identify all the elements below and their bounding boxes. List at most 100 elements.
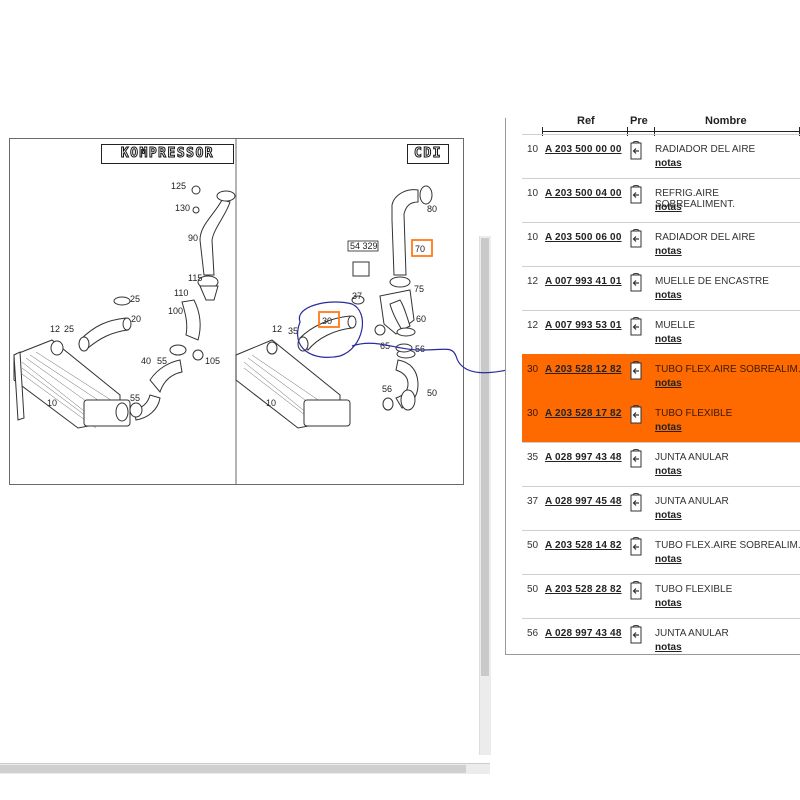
svg-text:50: 50	[427, 388, 437, 398]
table-row[interactable]: 35 A 028 997 43 48 JUNTA ANULAR notas	[522, 442, 800, 487]
header-ref[interactable]: Ref	[577, 115, 595, 127]
svg-text:12: 12	[50, 324, 60, 334]
part-reference-link[interactable]: A 203 528 14 82	[545, 540, 622, 551]
notes-link[interactable]: notas	[655, 598, 682, 609]
position-number: 50	[527, 584, 539, 595]
notes-link[interactable]: notas	[655, 290, 682, 301]
callouts-right: 54 329 70 80 75 60 37 30 35 12 65 56 56 …	[266, 204, 437, 408]
position-number: 10	[527, 188, 539, 199]
variant-label-cdi: CDI	[407, 144, 449, 164]
svg-text:12: 12	[272, 324, 282, 334]
hose-left-25	[50, 296, 132, 356]
svg-text:130: 130	[175, 203, 190, 213]
part-reference-link[interactable]: A 028 997 43 48	[545, 452, 622, 463]
diagram-frame	[9, 138, 464, 485]
header-pre[interactable]: Pre	[630, 115, 648, 127]
part-reference-link[interactable]: A 007 993 41 01	[545, 276, 622, 287]
horizontal-scrollbar[interactable]	[0, 763, 490, 774]
table-row[interactable]: 30 A 203 528 12 82 TUBO FLEX.AIRE SOBREALI…	[522, 354, 800, 399]
add-to-cart-icon[interactable]	[628, 581, 644, 601]
add-to-cart-icon[interactable]	[628, 537, 644, 557]
add-to-cart-icon[interactable]	[628, 141, 644, 161]
part-reference-link[interactable]: A 203 528 12 82	[545, 364, 622, 375]
notes-link[interactable]: notas	[655, 554, 682, 565]
callout-box-30	[318, 311, 340, 328]
horizontal-scrollbar-thumb[interactable]	[0, 765, 466, 773]
add-to-cart-icon[interactable]	[628, 185, 644, 205]
hose-left-40	[129, 344, 204, 421]
variant-label-kompressor: KOMPRESSOR	[101, 144, 234, 164]
position-number: 35	[527, 452, 539, 463]
notes-link[interactable]: notas	[655, 158, 682, 169]
svg-text:75: 75	[414, 284, 424, 294]
part-name: RADIADOR DEL AIRE	[655, 144, 756, 155]
intercooler-left	[13, 339, 131, 429]
position-number: 12	[527, 276, 539, 287]
notes-link[interactable]: notas	[655, 334, 682, 345]
svg-text:125: 125	[171, 181, 186, 191]
part-reference-link[interactable]: A 028 997 45 48	[545, 496, 622, 507]
part-reference-link[interactable]: A 203 500 04 00	[545, 188, 622, 199]
part-name: JUNTA ANULAR	[655, 452, 729, 463]
notes-link[interactable]: notas	[655, 378, 682, 389]
svg-text:35: 35	[288, 326, 298, 336]
notes-link[interactable]: notas	[655, 466, 682, 477]
part-name: TUBO FLEX.AIRE SOBREALIM.	[655, 364, 800, 375]
add-to-cart-icon[interactable]	[628, 361, 644, 381]
svg-text:25: 25	[130, 294, 140, 304]
table-row[interactable]: 50 A 203 528 14 82 TUBO FLEX.AIRE SOBREALI…	[522, 530, 800, 575]
svg-text:56: 56	[415, 344, 425, 354]
position-number: 30	[527, 364, 539, 375]
part-reference-link[interactable]: A 007 993 53 01	[545, 320, 622, 331]
part-reference-link[interactable]: A 028 997 43 48	[545, 628, 622, 639]
add-to-cart-icon[interactable]	[628, 405, 644, 425]
add-to-cart-icon[interactable]	[628, 229, 644, 249]
notes-link[interactable]: notas	[655, 202, 682, 213]
svg-text:40: 40	[141, 356, 151, 366]
svg-text:110: 110	[174, 288, 188, 298]
part-reference-link[interactable]: A 203 528 17 82	[545, 408, 622, 419]
svg-text:105: 105	[205, 356, 220, 366]
add-to-cart-icon[interactable]	[628, 273, 644, 293]
svg-text:10: 10	[47, 398, 57, 408]
hose-right-50	[382, 343, 419, 411]
position-number: 12	[527, 320, 539, 331]
add-to-cart-icon[interactable]	[628, 449, 644, 469]
part-name: TUBO FLEXIBLE	[655, 408, 733, 419]
part-reference-link[interactable]: A 203 500 06 00	[545, 232, 622, 243]
add-to-cart-icon[interactable]	[628, 317, 644, 337]
part-reference-link[interactable]: A 203 500 00 00	[545, 144, 622, 155]
position-number: 50	[527, 540, 539, 551]
scrollbar-thumb[interactable]	[481, 238, 489, 676]
notes-link[interactable]: notas	[655, 510, 682, 521]
notes-link[interactable]: notas	[655, 642, 682, 653]
part-name: RADIADOR DEL AIRE	[655, 232, 756, 243]
header-name[interactable]: Nombre	[705, 115, 747, 127]
svg-text:60: 60	[416, 314, 426, 324]
svg-text:55: 55	[157, 356, 167, 366]
svg-text:115: 115	[188, 273, 202, 283]
svg-text:80: 80	[427, 204, 437, 214]
notes-link[interactable]: notas	[655, 246, 682, 257]
add-to-cart-icon[interactable]	[628, 493, 644, 513]
svg-text:20: 20	[131, 314, 141, 324]
part-name: MUELLE DE ENCASTRE	[655, 276, 769, 287]
table-row[interactable]: 12 A 007 993 41 01 MUELLE DE ENCASTRE notas	[522, 266, 800, 311]
part-reference-link[interactable]: A 203 528 28 82	[545, 584, 622, 595]
add-to-cart-icon[interactable]	[628, 625, 644, 645]
svg-text:70: 70	[415, 244, 425, 254]
vertical-scrollbar[interactable]	[479, 236, 491, 755]
notes-link[interactable]: notas	[655, 422, 682, 433]
svg-text:56: 56	[382, 384, 392, 394]
part-name: TUBO FLEX.AIRE SOBREALIM.	[655, 540, 800, 551]
header-divider	[542, 131, 800, 132]
